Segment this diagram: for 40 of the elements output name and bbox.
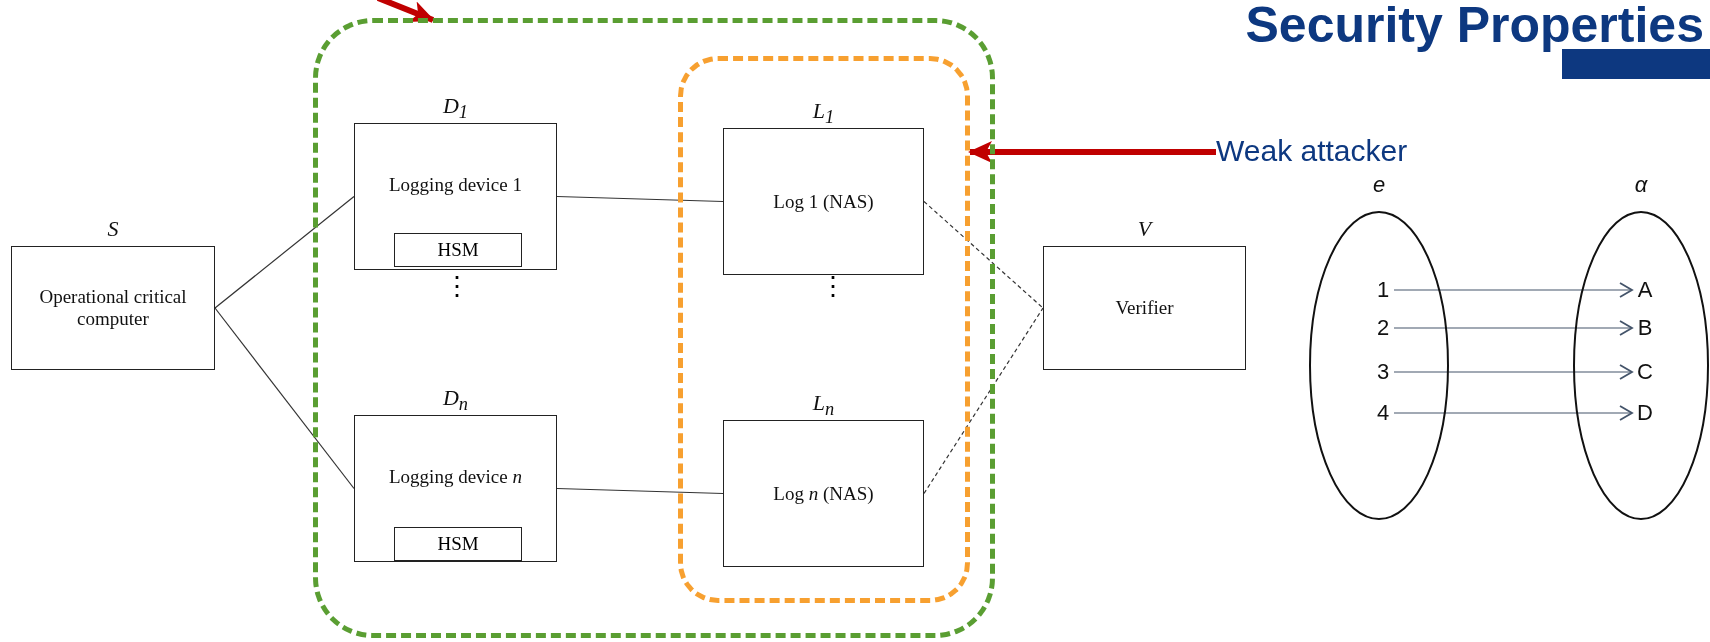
arrow [1393,405,1633,421]
slide-title: Security Properties [1245,0,1704,54]
ellipsis-dots: ⋮ [820,272,846,302]
process-box: Log n (NAS) [723,420,924,567]
dashed-boundary [678,56,970,603]
set-element: C [1632,357,1658,387]
connector-line [556,487,724,495]
connector-line [214,195,355,309]
process-box: Operational critical computer [11,246,215,370]
set-label: e [1371,172,1387,198]
set-label: α [1633,172,1649,198]
set-element: 4 [1372,398,1394,428]
attacker-label: Weak attacker [1216,134,1466,170]
connector-line [923,200,1044,309]
node-heading: D$_{1}$ [441,93,470,124]
connector-line [923,307,1044,495]
arrow [1393,320,1633,336]
connector-line [214,307,355,490]
arrow [1393,282,1633,298]
process-box: Verifier [1043,246,1246,370]
connector-line [556,195,724,203]
node-heading: L$_{n}$ [811,390,836,421]
set-element: B [1632,313,1658,343]
hsm-box: HSM [394,527,522,561]
set-element: D [1632,398,1658,428]
set-element: 2 [1372,313,1394,343]
dashed-boundary [313,18,995,638]
node-heading: V [1136,216,1154,242]
arrow [376,0,435,23]
node-heading: L$_{1}$ [811,98,836,129]
arrow [968,141,1216,163]
node-heading: S [106,216,120,242]
node-heading: D$_{n}$ [441,385,470,416]
hsm-box: HSM [394,233,522,267]
set-element: 3 [1372,357,1394,387]
set-element: A [1632,275,1658,305]
set-element: 1 [1372,275,1394,305]
arrow [1393,364,1633,380]
ellipsis-dots: ⋮ [444,272,470,302]
process-box: Log 1 (NAS) [723,128,924,275]
